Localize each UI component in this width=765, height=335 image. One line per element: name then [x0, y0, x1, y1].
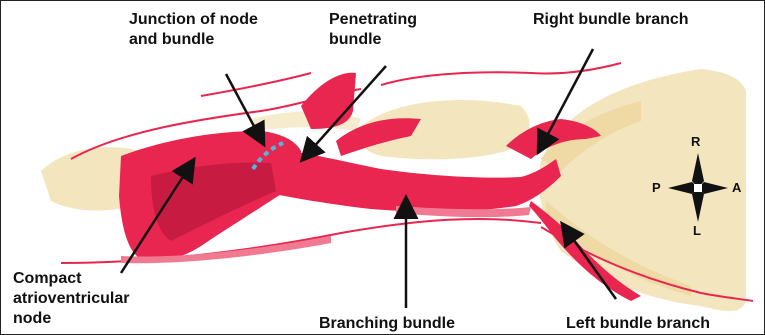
label-right-bundle-branch: Right bundle branch	[533, 10, 689, 30]
label-penetrating-bundle: Penetrating bundle	[329, 10, 417, 50]
compass-label-l: L	[693, 223, 701, 238]
label-left-bundle-branch: Left bundle branch	[566, 314, 710, 334]
label-branching-bundle: Branching bundle	[319, 314, 455, 334]
compass-label-a: A	[732, 180, 741, 195]
compass-label-p: P	[652, 180, 661, 195]
label-junction-of-node-and-bundle: Junction of node and bundle	[129, 10, 258, 50]
compass-label-r: R	[691, 134, 700, 149]
label-compact-atrioventricular-node: Compact atrioventricular node	[13, 269, 129, 329]
